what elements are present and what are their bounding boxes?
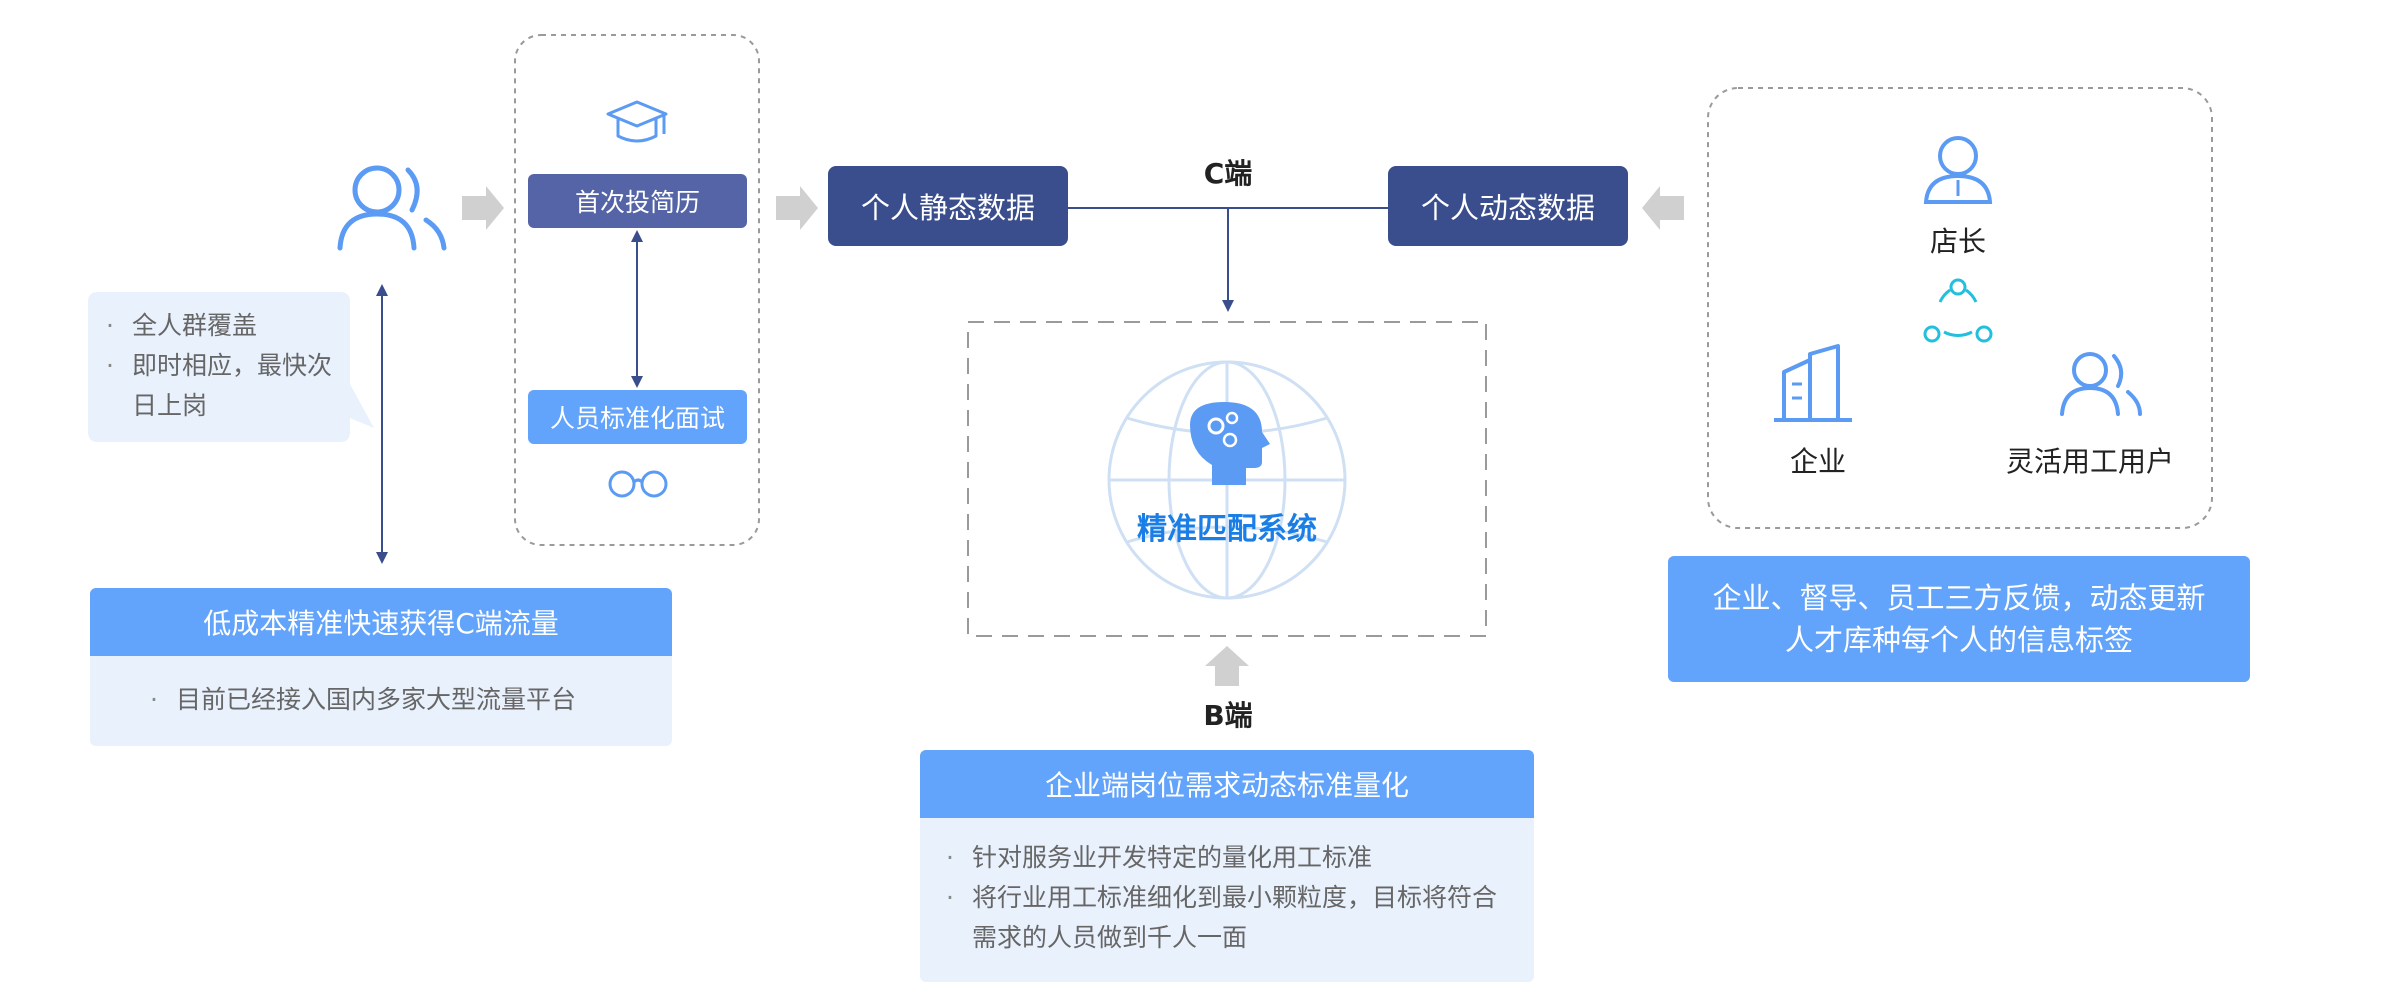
glasses-icon: [608, 470, 668, 498]
manager-icon: [1923, 136, 1993, 204]
flexible-user-label: 灵活用工用户: [2005, 445, 2174, 478]
standard-item: 将行业用工标准细化到最小颗粒度，目标将符合需求的人员做到千人一面: [944, 878, 1504, 958]
traffic-title: 低成本精准快速获得C端流量: [90, 588, 672, 656]
standard-panel: 针对服务业开发特定的量化用工标准 将行业用工标准细化到最小颗粒度，目标将符合需求…: [920, 818, 1534, 982]
feedback-text: 企业、督导、员工三方反馈，动态更新人才库种每个人的信息标签: [1712, 581, 2206, 657]
traffic-item: 目前已经接入国内多家大型流量平台: [148, 680, 576, 720]
gray-arrow-left: [1642, 186, 1684, 230]
dynamic-data-box: 个人动态数据: [1388, 166, 1628, 246]
interview-box: 人员标准化面试: [528, 390, 747, 444]
standard-item: 针对服务业开发特定的量化用工标准: [944, 838, 1504, 878]
bubble-item: 即时相应，最快次日上岗: [104, 346, 344, 426]
gray-arrow-up: [1205, 646, 1249, 686]
gray-arrow-right: [462, 186, 504, 230]
system-label: 精准匹配系统: [1137, 512, 1317, 547]
bubble-item: 全人群覆盖: [104, 306, 344, 346]
traffic-panel: 目前已经接入国内多家大型流量平台: [90, 656, 672, 746]
cycle-icon: [1923, 278, 1993, 343]
enterprise-label: 企业: [1789, 445, 1846, 478]
ai-head-icon: [1190, 402, 1270, 485]
standard-title: 企业端岗位需求动态标准量化: [920, 750, 1534, 818]
graduation-cap-icon: [606, 100, 668, 143]
b-end-label: B端: [1203, 699, 1253, 732]
c-end-label: C端: [1203, 157, 1253, 190]
resume-group-frame: [514, 34, 760, 546]
static-data-box: 个人静态数据: [828, 166, 1068, 246]
users-icon: [337, 165, 447, 251]
resume-box: 首次投简历: [528, 174, 747, 228]
building-icon: [1774, 344, 1852, 422]
manager-label: 店长: [1929, 225, 1986, 258]
coverage-bubble: 全人群覆盖 即时相应，最快次日上岗: [104, 306, 344, 426]
flexible-users-icon: [2060, 352, 2142, 416]
gray-arrow-right: [776, 186, 818, 230]
feedback-note: 企业、督导、员工三方反馈，动态更新人才库种每个人的信息标签: [1668, 556, 2250, 682]
role-group-frame: [1707, 87, 2213, 529]
